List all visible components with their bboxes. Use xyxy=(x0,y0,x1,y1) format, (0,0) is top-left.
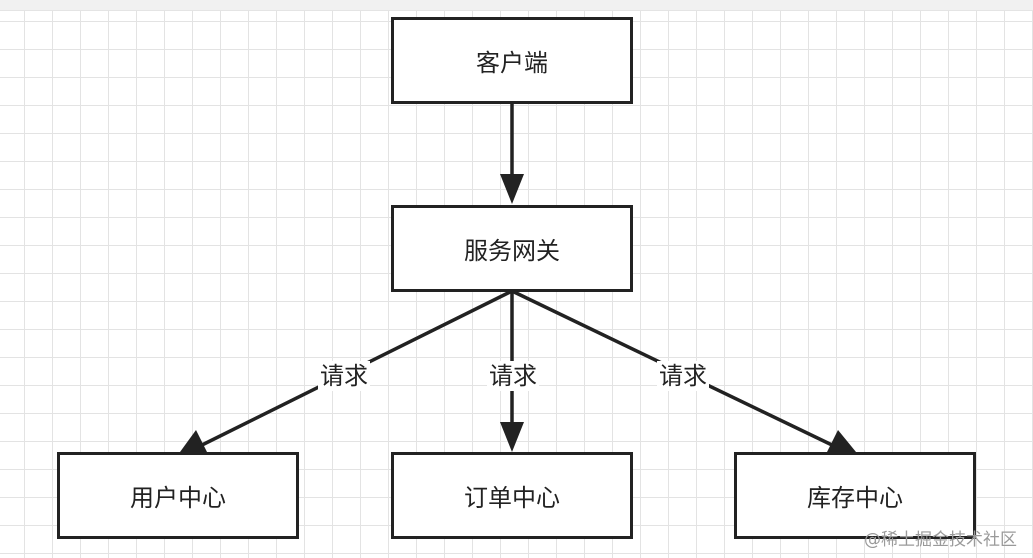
edge-label-inventory: 请求 xyxy=(657,361,709,391)
arrowhead-inventory xyxy=(826,430,856,454)
gateway-label: 服务网关 xyxy=(464,237,560,265)
top-strip xyxy=(0,0,1033,11)
watermark: @稀土掘金技术社区 xyxy=(864,530,1017,550)
user-center-label: 用户中心 xyxy=(130,484,226,512)
arrowhead-order xyxy=(500,422,524,452)
client-node: 客户端 xyxy=(391,17,633,104)
arrowhead-gateway xyxy=(500,174,524,204)
order-center-label: 订单中心 xyxy=(464,484,560,512)
order-center-node: 订单中心 xyxy=(391,452,633,539)
user-center-node: 用户中心 xyxy=(57,452,299,539)
arrowhead-user xyxy=(180,430,208,454)
inventory-center-node: 库存中心 xyxy=(734,452,976,539)
gateway-node: 服务网关 xyxy=(391,205,633,292)
client-label: 客户端 xyxy=(476,49,548,77)
edge-label-user: 请求 xyxy=(318,361,370,391)
edge-label-order: 请求 xyxy=(487,361,539,391)
inventory-center-label: 库存中心 xyxy=(807,484,903,512)
